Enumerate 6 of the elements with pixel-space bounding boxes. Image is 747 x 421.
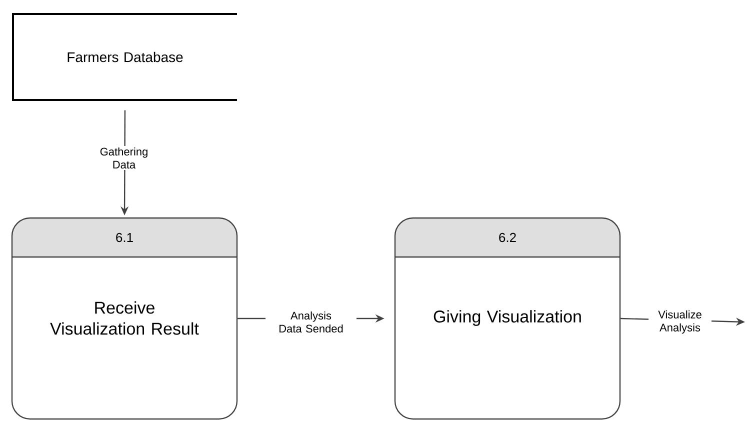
edge-label: Gathering Data (92, 146, 156, 170)
process-box: 6.2 Giving Visualization (394, 217, 621, 420)
data-store: Farmers Database (12, 13, 237, 101)
edge-label: Analysis Data Sended (266, 310, 356, 334)
process-box: 6.1 Receive Visualization Result (11, 217, 238, 420)
edge-label: Visualize Analysis (648, 308, 712, 336)
